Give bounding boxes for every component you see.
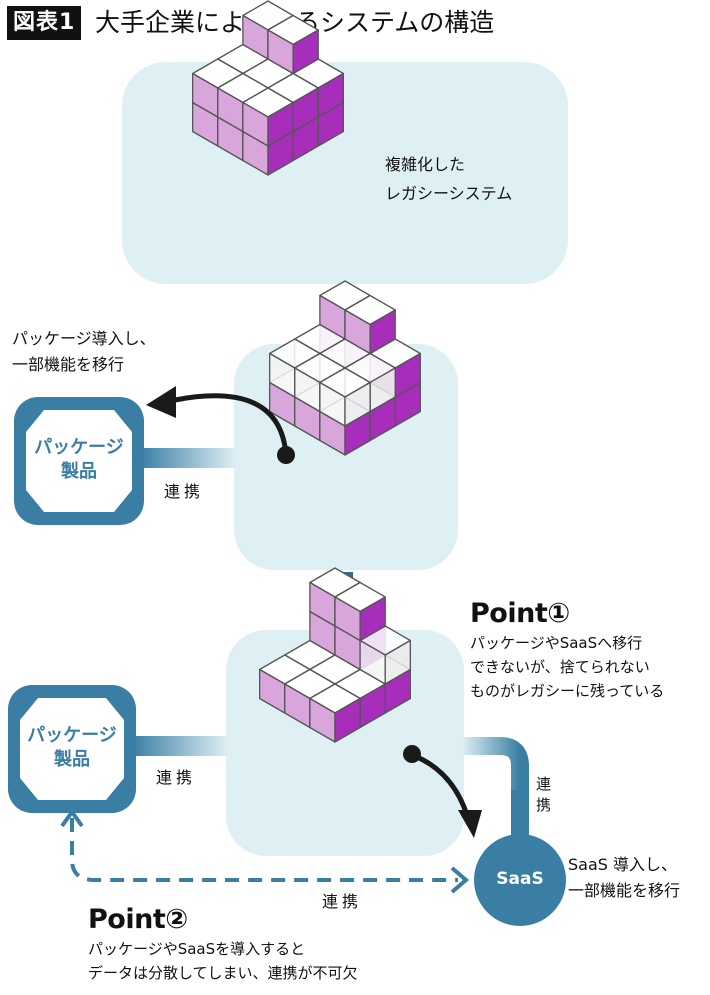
saas-note-line2: 一部機能を移行: [568, 881, 681, 900]
saas-circle: [474, 834, 566, 926]
migrate-arrow-stage3: [403, 745, 482, 838]
cube-face-right: [267, 101, 294, 147]
cube-face-right: [359, 596, 386, 642]
migrate-arrow-stage2: [146, 386, 295, 464]
package-box-stage3: [8, 685, 136, 813]
stage3-link-label-bottom: 連携: [322, 892, 363, 911]
point1-line3: ものがレガシーに残っている: [470, 682, 665, 700]
stage3-link-label-right: 連携: [534, 776, 552, 818]
dashed-arrow-right-head: [450, 866, 470, 894]
stage2-link-label: 連携: [164, 482, 205, 501]
point2-line1: パッケージやSaaSを導入すると: [88, 940, 306, 958]
stage1-caption-line2: レガシーシステム: [385, 184, 513, 203]
stage3-package-line1: パッケージ: [27, 725, 117, 746]
dashed-arrow-up-head: [60, 808, 84, 828]
legacy-cubes-stage2: [269, 280, 421, 456]
point1-heading: Point①: [470, 598, 570, 629]
link-bar-stage3-left: [132, 736, 228, 756]
cube: [242, 87, 294, 147]
saas-note-line1: SaaS 導入し、: [568, 855, 678, 874]
stage2-migrate-note-line1: パッケージ導入し、: [12, 329, 156, 348]
dashed-link: [70, 818, 458, 882]
point2-heading: Point②: [88, 904, 188, 935]
point1-line2: できないが、捨てられない: [470, 658, 650, 676]
stage3-package-line2: 製品: [54, 749, 90, 770]
cube-face-right: [292, 29, 319, 75]
stage1-caption-line1: 複雑化した: [385, 155, 466, 174]
stage3-link-label-left: 連携: [156, 768, 197, 787]
ghost-cube: [319, 367, 371, 427]
point1-line1: パッケージやSaaSへ移行: [470, 634, 643, 652]
cube-face-right: [334, 697, 361, 743]
link-bar-stage2: [140, 448, 236, 468]
point2-line2: データは分散してしまい、連携が不可欠: [88, 964, 358, 982]
cube: [344, 294, 396, 355]
stage2-package-line1: パッケージ: [34, 437, 124, 458]
legacy-cubes-stage3: [259, 567, 411, 743]
cube: [267, 14, 319, 75]
stage2-migrate-note-line2: 一部機能を移行: [12, 355, 125, 374]
legacy-cubes-stage1: [192, 0, 344, 176]
link-bar-stage3-right: [462, 737, 529, 850]
figure-badge: 図表1: [7, 6, 82, 40]
saas-label: SaaS: [496, 869, 544, 889]
cube-face-right: [369, 309, 396, 355]
cube: [334, 581, 386, 642]
stage2-package-line2: 製品: [61, 461, 97, 482]
cube: [309, 683, 361, 743]
package-box-stage2: [14, 397, 144, 525]
cube-face-right: [344, 381, 371, 427]
cube-face-right: [384, 639, 411, 685]
